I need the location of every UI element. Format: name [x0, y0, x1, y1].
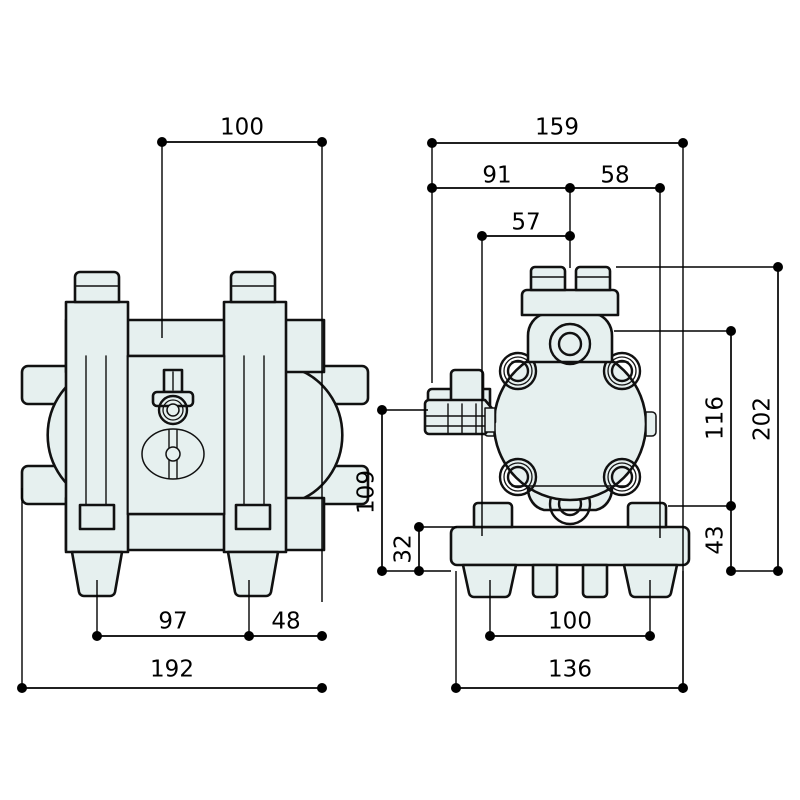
side-upper-boss-inner-ring [557, 331, 583, 357]
side-bolt-boss-bl-outer [498, 457, 538, 497]
side-dim-100-dot-left [485, 631, 495, 641]
side-foot-inner-right [581, 563, 609, 599]
side-dim-136-dot-right [678, 683, 688, 693]
side-dim-91-dot-left [427, 183, 437, 193]
side-view-dimensions: 159 91 58 57 109 [354, 115, 783, 693]
side-base-stud-left [472, 501, 514, 529]
front-dim-48-label: 48 [271, 609, 300, 635]
side-top-spigot-right [574, 265, 612, 292]
side-dim-109-label: 109 [354, 470, 380, 514]
side-base-stud-right [626, 501, 668, 529]
side-dim-43-label: 43 [703, 525, 729, 554]
front-dim-100-dot-right [317, 137, 327, 147]
side-dim-159-label: 159 [535, 115, 579, 141]
side-dim-100-label: 100 [548, 609, 592, 635]
side-dim-32-dot-bottom [414, 566, 424, 576]
side-bolt-boss-tl-outer [498, 351, 538, 391]
side-dim-116-dot-top [726, 326, 736, 336]
front-cover-seams [126, 354, 226, 516]
front-valve-outer-ring [157, 394, 189, 426]
front-valve-mid-ring [162, 399, 184, 421]
front-left-column-ribs [85, 355, 107, 515]
side-valve-nipple [484, 407, 496, 433]
side-dim-57-dot-right [565, 231, 575, 241]
front-valve-center [166, 403, 180, 417]
side-dim-57-label: 57 [511, 210, 540, 236]
side-dim-109-dot-bottom [377, 566, 387, 576]
side-dim-136-dot-left [451, 683, 461, 693]
side-bolt-boss-br-mid [607, 462, 637, 492]
front-bottom-right-foot [226, 550, 280, 598]
side-bolt-boss-tl-mid [503, 356, 533, 386]
side-dim-159-dot-right [678, 138, 688, 148]
front-dim-97-label: 97 [158, 609, 187, 635]
side-foot-inner-left [531, 563, 559, 599]
front-dim-48-dot-right [317, 631, 327, 641]
side-dim-91-label: 91 [482, 163, 511, 189]
side-dim-109-dot-top [377, 405, 387, 415]
side-top-spigot-left [529, 265, 567, 292]
side-upper-boss-outer-ring [548, 322, 592, 366]
side-dim-57-dot-left [477, 231, 487, 241]
front-bottom-right-boss [234, 503, 272, 531]
side-dim-136-label: 136 [548, 657, 592, 683]
side-dim-58-dot-right [655, 183, 665, 193]
front-dim-100-label: 100 [220, 115, 264, 141]
side-bolt-boss-bl-inner [506, 465, 530, 489]
side-body-right-nub [645, 411, 657, 437]
side-bolt-boss-tr-inner [610, 359, 634, 383]
side-dim-58-label: 58 [600, 163, 629, 189]
side-dim-91-dot-mid [565, 183, 575, 193]
side-bolt-boss-tr-mid [607, 356, 637, 386]
side-valve-body-seams [424, 415, 496, 427]
front-dim-97-dot-mid [244, 631, 254, 641]
side-dim-202-dot-top [773, 262, 783, 272]
side-dim-116-label: 116 [703, 396, 729, 440]
side-view-geometry [423, 265, 691, 599]
front-top-left-spigot [73, 270, 121, 304]
side-valve-body-ribs [447, 403, 477, 435]
side-bolt-boss-bl-mid [503, 462, 533, 492]
front-top-right-spigot [229, 270, 277, 304]
front-view-geometry [20, 270, 370, 598]
front-view-dimensions: 100 97 48 192 [17, 115, 327, 693]
side-dim-202-dot-bottom [773, 566, 783, 576]
front-knob-collar [151, 390, 195, 408]
front-sight-glass-hub [165, 446, 181, 462]
front-bottom-left-boss [78, 503, 116, 531]
front-dim-100-dot-left [157, 137, 167, 147]
side-head-block [520, 288, 620, 317]
front-dim-97-dot-left [92, 631, 102, 641]
side-body-bolt-bosses [498, 351, 642, 497]
front-dim-192-dot-left [17, 683, 27, 693]
front-dim-192-label: 192 [150, 657, 194, 683]
side-dim-32-label: 32 [391, 534, 417, 563]
side-bolt-boss-tl-inner [506, 359, 530, 383]
side-dim-100-dot-right [645, 631, 655, 641]
side-pump-body [492, 346, 648, 502]
front-bottom-left-foot [70, 550, 124, 598]
side-bolt-boss-tr-outer [602, 351, 642, 391]
side-dim-202-label: 202 [750, 397, 776, 441]
side-bolt-boss-br-inner [610, 465, 634, 489]
side-dim-32-dot-top [414, 522, 424, 532]
side-dim-159-dot-left [427, 138, 437, 148]
front-right-column-ribs [243, 355, 265, 515]
side-base-plate [449, 525, 691, 567]
front-dim-192-dot-right [317, 683, 327, 693]
side-dim-43-dot-bottom [726, 566, 736, 576]
side-bolt-boss-br-outer [602, 457, 642, 497]
